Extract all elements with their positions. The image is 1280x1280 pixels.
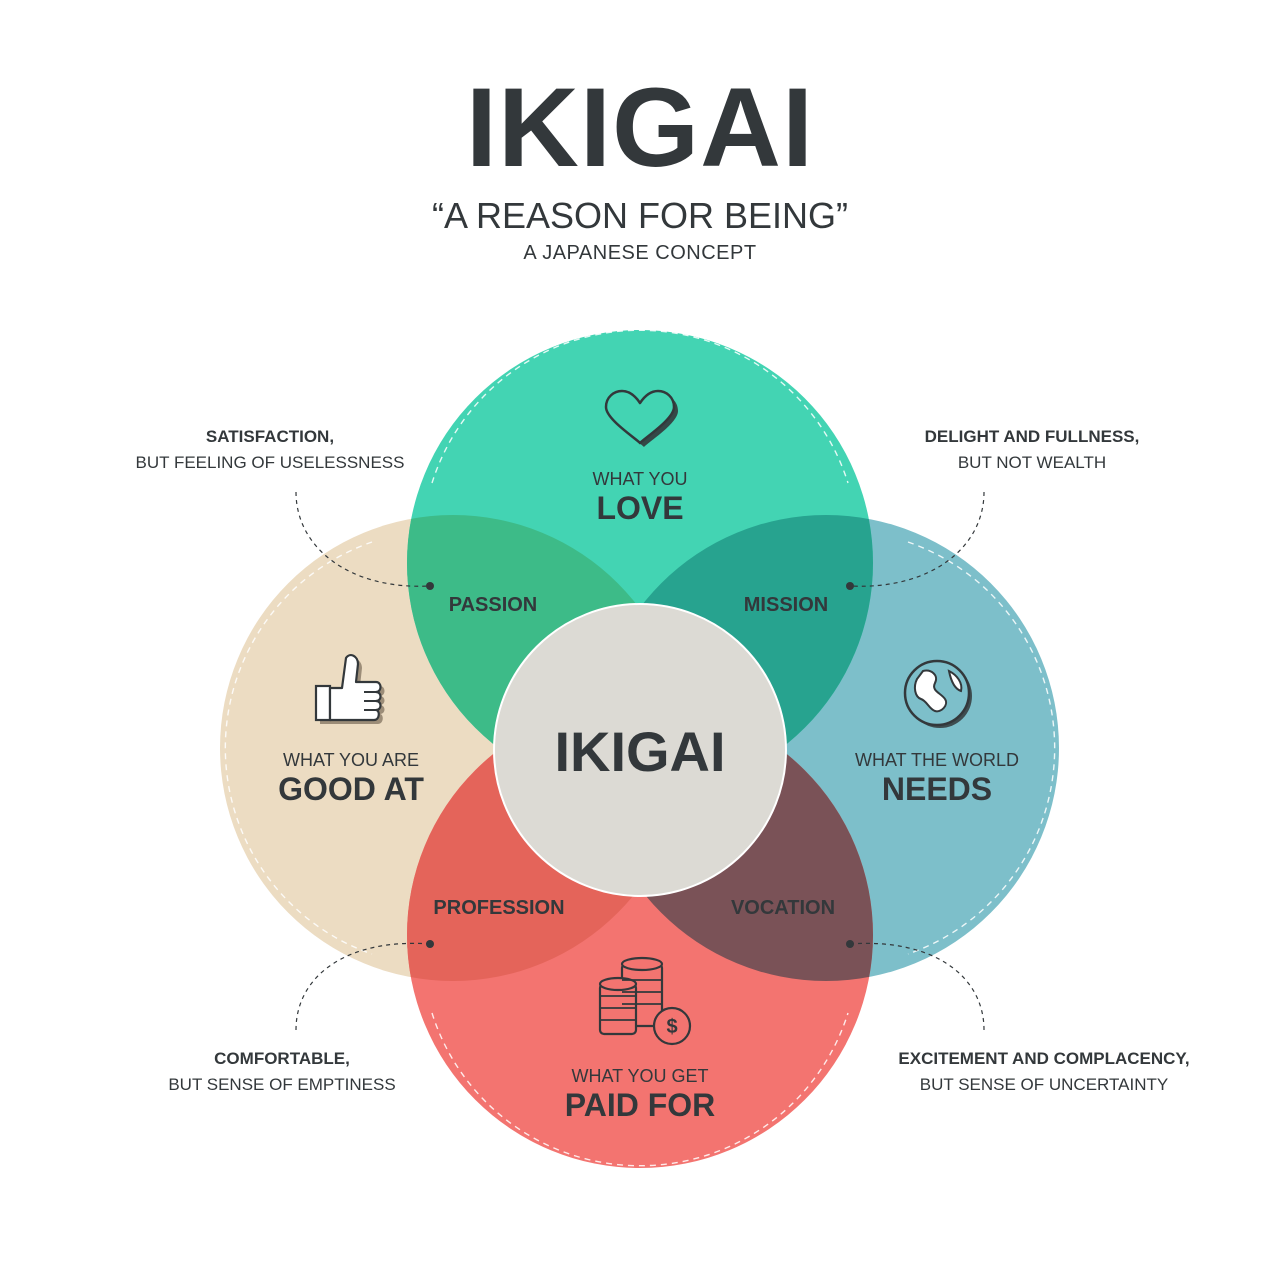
dashed-ring-good-at — [224, 541, 373, 955]
passion-label: PASSION — [449, 594, 538, 616]
note-bottom-left-text: BUT SENSE OF EMPTINESS — [168, 1075, 396, 1094]
note-top-right: DELIGHT AND FULLNESS, BUT NOT WEALTH — [852, 424, 1212, 476]
note-top-left-bold: SATISFACTION, — [205, 427, 335, 446]
leader-line-top-left — [295, 491, 431, 587]
coins-icon: $ — [598, 956, 692, 1046]
svg-text:$: $ — [666, 1016, 677, 1038]
leader-dot-bottom-right — [846, 940, 854, 948]
heart-icon — [604, 389, 678, 447]
leader-dot-bottom-left — [426, 940, 434, 948]
love-line1: WHAT YOU — [592, 469, 687, 489]
note-top-right-bold: DELIGHT AND FULLNESS, — [924, 427, 1140, 446]
note-top-left-text: BUT FEELING OF USELESSNESS — [135, 453, 405, 472]
leader-line-bottom-left — [295, 942, 431, 1031]
note-bottom-right-text: BUT SENSE OF UNCERTAINTY — [919, 1075, 1169, 1094]
note-bottom-right: EXCITEMENT AND COMPLACENCY, BUT SENSE OF… — [864, 1046, 1224, 1098]
paid-for-line2: PAID FOR — [565, 1087, 716, 1123]
world-needs-line1: WHAT THE WORLD — [855, 750, 1019, 770]
note-top-right-text: BUT NOT WEALTH — [957, 453, 1107, 472]
page-tagline: A JAPANESE CONCEPT — [523, 242, 757, 264]
profession-label: PROFESSION — [433, 897, 564, 919]
note-bottom-right-bold: EXCITEMENT AND COMPLACENCY, — [898, 1049, 1190, 1068]
page-subtitle: “A REASON FOR BEING” — [431, 195, 849, 236]
paid-for-line1: WHAT YOU GET — [571, 1066, 708, 1086]
mission-label: MISSION — [744, 594, 828, 616]
good-at-line1: WHAT YOU ARE — [283, 750, 419, 770]
page-title: IKIGAI — [465, 65, 815, 190]
thumbs-up-icon — [314, 654, 385, 724]
leader-line-top-right — [849, 491, 985, 587]
dashed-ring-paid-for — [431, 1012, 849, 1167]
dashed-ring-love — [431, 329, 849, 484]
leader-dot-top-right — [846, 582, 854, 590]
dashed-ring-world-needs — [907, 541, 1056, 955]
globe-icon — [903, 659, 972, 728]
center-circle — [493, 603, 787, 897]
center-label: IKIGAI — [554, 720, 725, 783]
love-line2: LOVE — [596, 490, 683, 526]
note-top-left: SATISFACTION, BUT FEELING OF USELESSNESS — [90, 424, 450, 476]
leader-line-bottom-right — [849, 942, 985, 1031]
vocation-label: VOCATION — [731, 897, 835, 919]
world-needs-line2: NEEDS — [882, 771, 992, 807]
leader-dot-top-left — [426, 582, 434, 590]
good-at-line2: GOOD AT — [278, 771, 424, 807]
note-bottom-left: COMFORTABLE, BUT SENSE OF EMPTINESS — [102, 1046, 462, 1098]
note-bottom-left-bold: COMFORTABLE, — [214, 1049, 350, 1068]
